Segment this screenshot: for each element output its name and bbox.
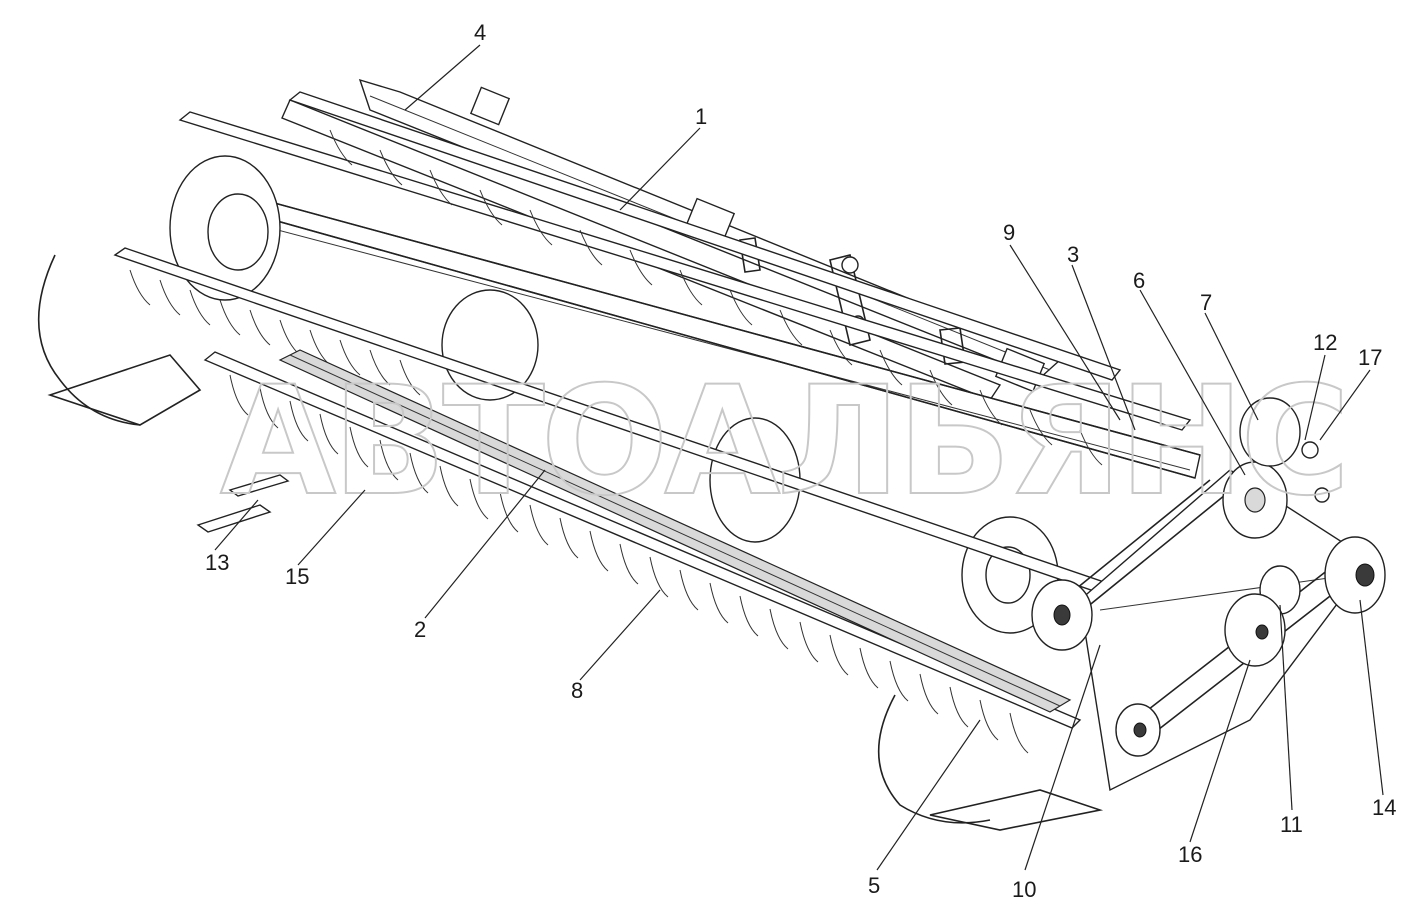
chain-sprocket [1224, 593, 1286, 667]
cutter-bar-grate [278, 349, 1072, 713]
callout-4: 4 [474, 20, 486, 45]
callout-3: 3 [1067, 242, 1079, 267]
callout-12: 12 [1313, 330, 1337, 355]
front-tine-bars [113, 129, 1232, 754]
callout-1: 1 [695, 104, 707, 129]
callout-11: 11 [1280, 812, 1303, 837]
callout-9: 9 [1003, 220, 1015, 245]
callout-10: 10 [1012, 877, 1036, 902]
callout-14: 14 [1372, 795, 1396, 820]
leader-lines [214, 44, 1384, 871]
right-divider [877, 694, 1104, 831]
watermark-text: АВТОАЛЬЯНС [220, 355, 1346, 529]
left-divider [37, 254, 202, 426]
callout-6: 6 [1133, 268, 1145, 293]
upper-tine-bar [178, 91, 1192, 431]
main-drive-pulley [1324, 536, 1386, 614]
callout-5: 5 [868, 873, 880, 898]
callout-2: 2 [414, 617, 426, 642]
callout-15: 15 [285, 564, 309, 589]
callout-7: 7 [1200, 290, 1212, 315]
callout-labels: 4 1 9 3 6 7 12 17 13 15 2 8 5 10 16 11 1… [205, 20, 1396, 902]
callout-17: 17 [1358, 345, 1382, 370]
callout-13: 13 [205, 550, 229, 575]
callout-16: 16 [1178, 842, 1202, 867]
knife-section [196, 474, 290, 533]
callout-8: 8 [571, 678, 583, 703]
rear-frame [281, 78, 1062, 401]
reel-spider-discs [169, 155, 1059, 634]
